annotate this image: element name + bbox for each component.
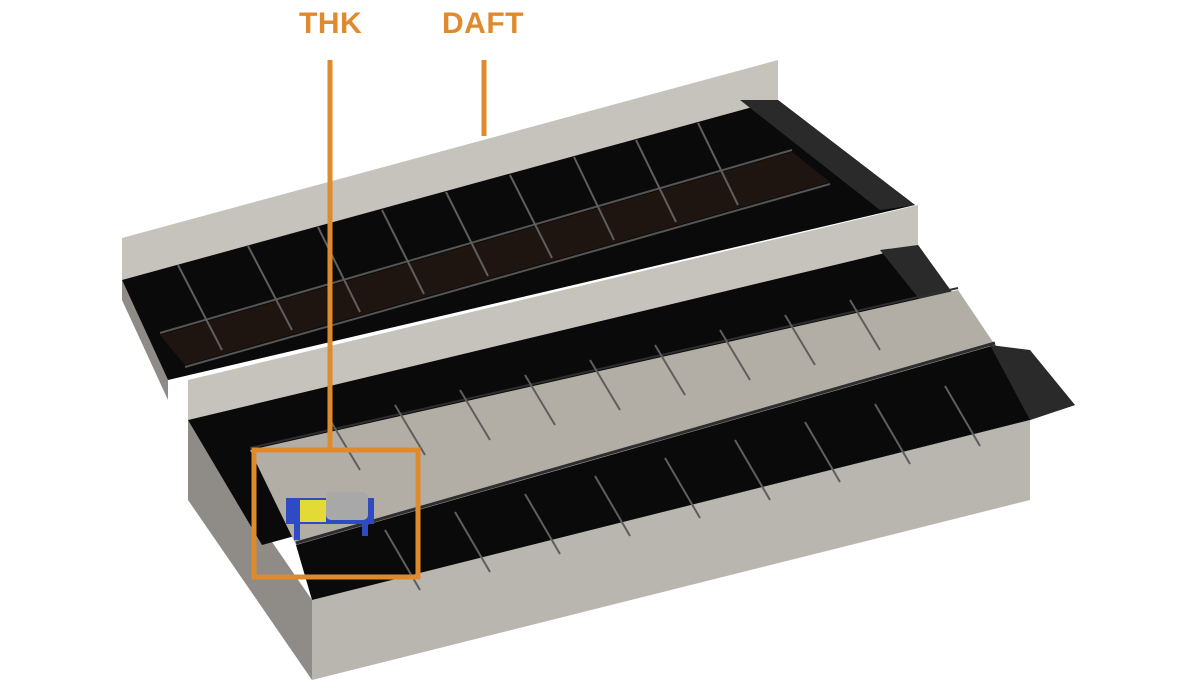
walkway-rail-front	[295, 341, 996, 545]
upper-basin-right-shadow	[740, 100, 915, 210]
upper-cell-dividers	[177, 122, 739, 351]
lower-slab-front	[312, 420, 1030, 680]
daft-label: DAFT	[442, 7, 524, 40]
upper-back-wall	[122, 60, 778, 280]
lower-basin-front	[296, 345, 1075, 600]
callout-markers	[251, 60, 487, 580]
thk-callout-box	[251, 447, 421, 580]
upper-rail-2	[184, 183, 831, 368]
upper-slab-side	[122, 280, 168, 400]
thk-label: THK	[299, 7, 363, 40]
walkway-rail-back	[249, 287, 959, 449]
lower-cell-dividers	[329, 299, 981, 591]
middle-divider-wall	[188, 205, 918, 420]
lower-basin-front-shadow	[990, 345, 1075, 420]
upper-rail-1	[159, 149, 793, 334]
lower-slab-side-left	[188, 420, 312, 680]
thickener-unit-icon	[286, 492, 374, 540]
